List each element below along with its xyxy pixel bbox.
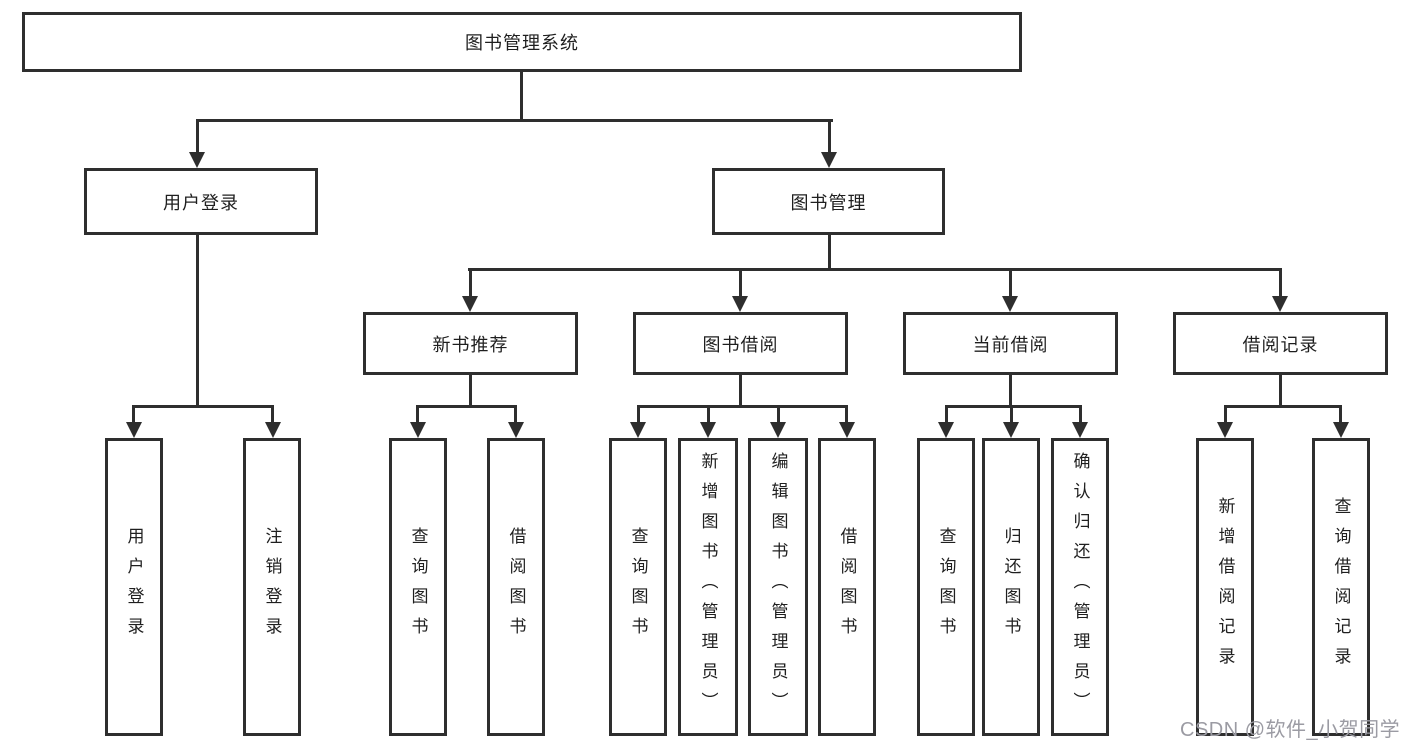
- connector-borrowing-records-stem: [1279, 375, 1282, 407]
- leaf-bb-borrow-books: 借阅图书: [818, 438, 876, 736]
- csdn-watermark: CSDN @软件_小贺同学: [1180, 719, 1401, 741]
- connector-drop-br-add: [1224, 405, 1227, 423]
- connector-drop-book-borrowing: [739, 268, 742, 298]
- node-root-label: 图书管理系统: [465, 33, 579, 53]
- arrowhead-book-borrowing: [732, 296, 748, 312]
- arrowhead-bb-edit: [770, 422, 786, 438]
- connector-drop-bb-query: [637, 405, 640, 423]
- node-current-borrowing: 当前借阅: [903, 312, 1118, 375]
- arrowhead-user-login: [189, 152, 205, 168]
- connector-drop-nb-query: [416, 405, 419, 423]
- leaf-br-query-record-label: 查询借阅记录: [1331, 497, 1351, 677]
- node-root: 图书管理系统: [22, 12, 1022, 72]
- leaf-nb-query-books: 查询图书: [389, 438, 447, 736]
- leaf-bb-borrow-books-label: 借阅图书: [837, 527, 857, 647]
- connector-drop-leaf-user-login: [132, 405, 135, 423]
- leaf-cb-query-books-label: 查询图书: [936, 527, 956, 647]
- connector-drop-current-borrowing: [1009, 268, 1012, 298]
- connector-book-borrowing-rail: [637, 405, 848, 408]
- connector-drop-borrowing-records: [1279, 268, 1282, 298]
- leaf-bb-query-books: 查询图书: [609, 438, 667, 736]
- arrowhead-br-add: [1217, 422, 1233, 438]
- leaf-logout: 注销登录: [243, 438, 301, 736]
- connector-new-book-rail: [416, 405, 517, 408]
- arrowhead-leaf-logout: [265, 422, 281, 438]
- arrowhead-bb-add: [700, 422, 716, 438]
- leaf-br-add-record-label: 新增借阅记录: [1215, 497, 1235, 677]
- connector-user-login-stem: [196, 235, 199, 405]
- leaf-nb-query-books-label: 查询图书: [408, 527, 428, 647]
- node-user-login: 用户登录: [84, 168, 318, 235]
- leaf-cb-return-books: 归还图书: [982, 438, 1040, 736]
- arrowhead-book-management: [821, 152, 837, 168]
- leaf-cb-confirm-return: 确认归还（管理员）: [1051, 438, 1109, 736]
- arrowhead-leaf-user-login: [126, 422, 142, 438]
- arrowhead-current-borrowing: [1002, 296, 1018, 312]
- leaf-nb-borrow-books: 借阅图书: [487, 438, 545, 736]
- node-current-borrowing-label: 当前借阅: [972, 334, 1049, 355]
- arrowhead-cb-query: [938, 422, 954, 438]
- node-new-book-recommend-label: 新书推荐: [432, 334, 509, 355]
- connector-user-login-rail: [132, 405, 274, 408]
- leaf-bb-edit-books-label: 编辑图书（管理员）: [768, 452, 788, 722]
- connector-root-stem: [520, 72, 523, 119]
- leaf-user-login-label: 用户登录: [124, 527, 144, 647]
- connector-current-borrowing-stem: [1009, 375, 1012, 407]
- connector-drop-cb-return: [1010, 405, 1013, 423]
- arrowhead-nb-query: [410, 422, 426, 438]
- connector-drop-book-management: [828, 119, 831, 153]
- arrowhead-cb-return: [1003, 422, 1019, 438]
- node-borrowing-records: 借阅记录: [1173, 312, 1388, 375]
- leaf-bb-add-books-label: 新增图书（管理员）: [698, 452, 718, 722]
- arrowhead-bb-borrow: [839, 422, 855, 438]
- connector-level3-rail: [468, 268, 1282, 271]
- leaf-nb-borrow-books-label: 借阅图书: [506, 527, 526, 647]
- connector-drop-user-login: [196, 119, 199, 153]
- leaf-cb-query-books: 查询图书: [917, 438, 975, 736]
- connector-drop-new-book: [469, 268, 472, 298]
- arrowhead-nb-borrow: [508, 422, 524, 438]
- connector-book-borrowing-stem: [739, 375, 742, 407]
- leaf-br-query-record: 查询借阅记录: [1312, 438, 1370, 736]
- connector-drop-bb-borrow: [845, 405, 848, 423]
- leaf-bb-add-books: 新增图书（管理员）: [678, 438, 738, 736]
- node-new-book-recommend: 新书推荐: [363, 312, 578, 375]
- arrowhead-new-book: [462, 296, 478, 312]
- node-borrowing-records-label: 借阅记录: [1242, 334, 1319, 355]
- connector-book-management-stem: [828, 235, 831, 271]
- arrowhead-borrowing-records: [1272, 296, 1288, 312]
- node-book-borrowing-label: 图书借阅: [702, 334, 779, 355]
- node-book-borrowing: 图书借阅: [633, 312, 848, 375]
- connector-drop-nb-borrow: [514, 405, 517, 423]
- connector-drop-bb-edit: [777, 405, 780, 423]
- leaf-cb-return-books-label: 归还图书: [1001, 527, 1021, 647]
- node-book-management-label: 图书管理: [790, 192, 867, 213]
- connector-drop-leaf-logout: [271, 405, 274, 423]
- arrowhead-br-query: [1333, 422, 1349, 438]
- leaf-bb-edit-books: 编辑图书（管理员）: [748, 438, 808, 736]
- connector-borrowing-records-rail: [1224, 405, 1342, 408]
- leaf-br-add-record: 新增借阅记录: [1196, 438, 1254, 736]
- leaf-logout-label: 注销登录: [262, 527, 282, 647]
- connector-new-book-stem: [469, 375, 472, 407]
- connector-level1-rail: [196, 119, 833, 122]
- connector-current-borrowing-rail: [945, 405, 1082, 408]
- arrowhead-cb-confirm: [1072, 422, 1088, 438]
- arrowhead-bb-query: [630, 422, 646, 438]
- connector-drop-br-query: [1339, 405, 1342, 423]
- connector-drop-bb-add: [707, 405, 710, 423]
- node-book-management: 图书管理: [712, 168, 945, 235]
- leaf-bb-query-books-label: 查询图书: [628, 527, 648, 647]
- connector-drop-cb-confirm: [1079, 405, 1082, 423]
- connector-drop-cb-query: [945, 405, 948, 423]
- node-user-login-label: 用户登录: [163, 192, 239, 213]
- leaf-user-login: 用户登录: [105, 438, 163, 736]
- leaf-cb-confirm-return-label: 确认归还（管理员）: [1070, 452, 1090, 722]
